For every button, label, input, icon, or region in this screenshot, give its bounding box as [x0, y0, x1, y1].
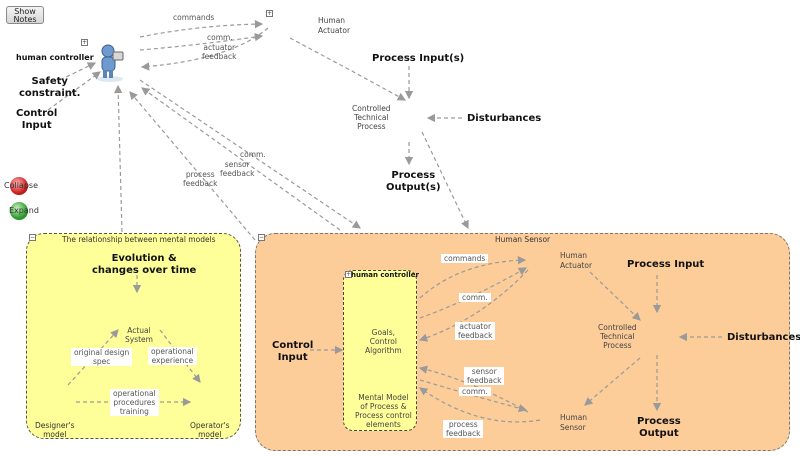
inner-human-controller-label: human controller [351, 271, 419, 279]
arrow-system-to-operator [159, 329, 201, 383]
arrow-sensor-feedback [141, 87, 341, 231]
arrow-process-feedback [129, 91, 256, 241]
o-comm-bottom-label: comm. [459, 387, 491, 396]
arrow-o-commands [419, 256, 527, 299]
orange-box-title: Human Sensor [495, 235, 551, 244]
actuator-toggle-icon[interactable]: + [266, 10, 273, 17]
arrow-mental-to-controller [113, 84, 123, 233]
o-disturbances-label: Disturbances [727, 332, 800, 343]
orange-box-toggle-icon[interactable]: − [258, 234, 265, 241]
commands-label: commands [173, 13, 215, 22]
o-commands-label: commands [441, 254, 489, 263]
inner-controller-toggle-icon[interactable]: + [345, 271, 352, 278]
arrow-o-actuator-process [589, 271, 641, 321]
show-notes-label-2: Notes [13, 15, 37, 24]
yellow-box-toggle-icon[interactable]: − [29, 234, 36, 241]
arrow-commands [139, 19, 264, 38]
show-notes-button[interactable]: Show Notes [6, 6, 44, 24]
yellow-box-title: The relationship between mental models [62, 235, 216, 244]
collapse-button[interactable] [10, 177, 28, 195]
arrow-to-sensor [421, 131, 469, 230]
collapse-label: Collapse [4, 181, 38, 190]
evolution-heading: Evolution &changes over time [92, 253, 197, 276]
disturbances-label: Disturbances [467, 113, 542, 124]
show-notes-label-1: Show [14, 7, 36, 16]
expand-toggle-icon[interactable]: + [81, 39, 88, 46]
o-process-input-label: Process Input [627, 259, 705, 270]
arrow-actuator-process [289, 37, 407, 101]
arrow-control-input [47, 71, 101, 111]
arrow-comm-sensor [139, 79, 361, 229]
arrow-o-comm-bottom [419, 379, 528, 413]
process-inputs-label: Process Input(s) [372, 53, 465, 64]
expand-button[interactable] [10, 202, 28, 220]
human-controller-label: human controller [16, 53, 94, 62]
comm-label: comm. [207, 33, 233, 42]
arrow-o-process-to-sensor [584, 357, 641, 406]
arrow-o-sensor-fb [418, 365, 529, 413]
comm-sensor-label: comm. [240, 150, 266, 159]
inner-human-controller-box[interactable] [343, 270, 417, 431]
expand-label: Expand [9, 206, 39, 215]
arrow-actuator-feedback [140, 27, 269, 71]
human-controller-icon[interactable] [93, 42, 127, 82]
arrow-o-actuator-fb [418, 269, 529, 342]
o-comm-top-label: comm. [459, 293, 491, 302]
